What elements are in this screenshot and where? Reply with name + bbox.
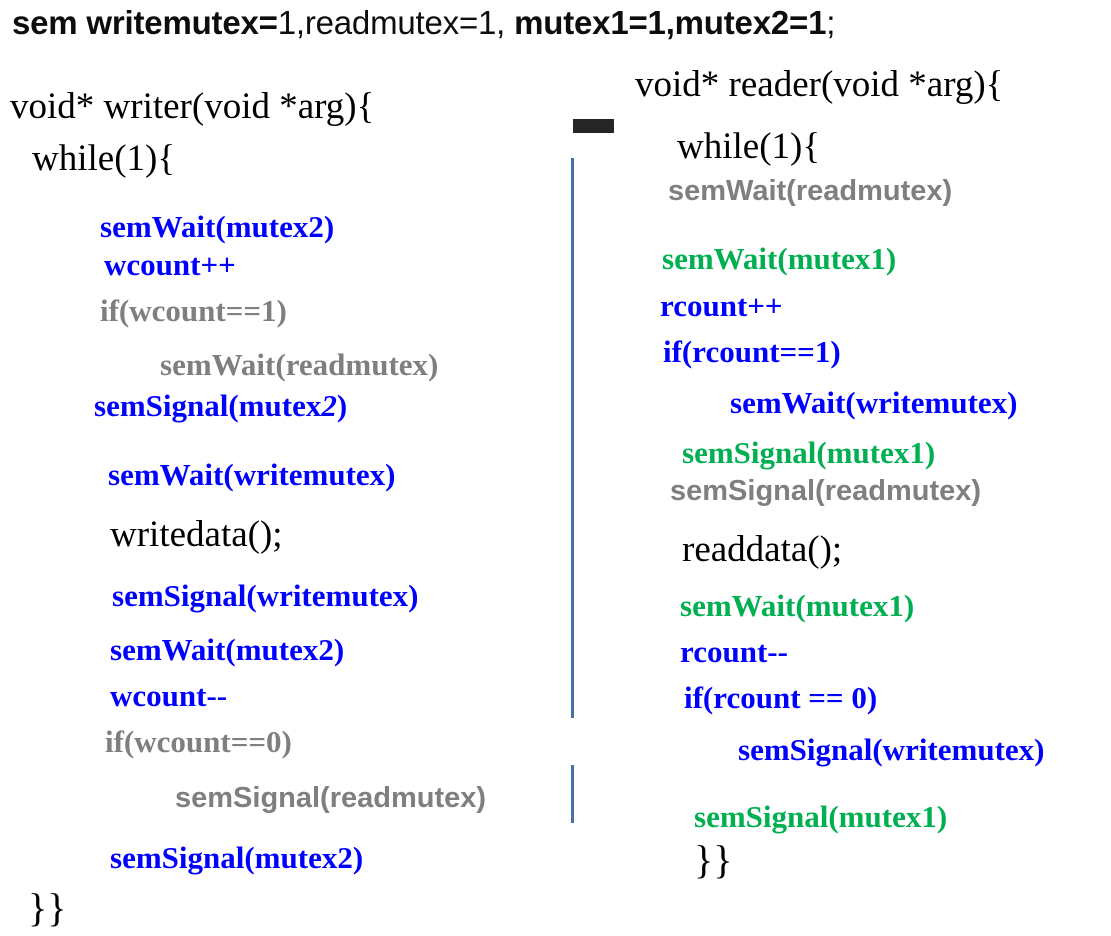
writer-line-9: semSignal(writemutex) <box>112 578 419 613</box>
column-divider-upper <box>571 158 574 718</box>
reader-line-13: semSignal(writemutex) <box>738 732 1045 767</box>
writer-line-8: writedata(); <box>110 514 283 555</box>
reader-line-5: if(rcount==1) <box>663 334 841 369</box>
italic-digit: 2 <box>321 388 337 423</box>
reader-line-3: semWait(mutex1) <box>662 241 897 276</box>
reader-line-12: if(rcount == 0) <box>684 680 878 715</box>
writer-line-14: semSignal(mutex2) <box>110 840 364 875</box>
reader-line-14: semSignal(mutex1) <box>694 799 948 834</box>
writer-line-7: semWait(writemutex) <box>108 457 396 492</box>
reader-line-9: readdata(); <box>682 529 843 570</box>
writer-line-1: while(1){ <box>32 138 176 179</box>
writer-line-15: }} <box>28 885 67 930</box>
reader-line-4: rcount++ <box>660 288 783 323</box>
writer-line-2: semWait(mutex2) <box>100 209 335 244</box>
writer-line-4: if(wcount==1) <box>100 293 287 328</box>
header-segment-1: 1,readmutex=1, <box>277 4 506 41</box>
reader-line-15: }} <box>694 837 733 882</box>
writer-line-5: semWait(readmutex) <box>160 347 439 382</box>
reader-line-0: void* reader(void *arg){ <box>635 64 1004 105</box>
dash-marker <box>573 119 614 133</box>
writer-line-3: wcount++ <box>104 247 236 282</box>
header-segment-0: sem writemutex= <box>12 4 278 41</box>
reader-line-8: semSignal(readmutex) <box>670 475 982 507</box>
semaphore-declaration-line: sem writemutex=1,readmutex=1, mutex1=1,m… <box>12 3 1102 47</box>
reader-line-10: semWait(mutex1) <box>680 588 915 623</box>
header-segment-2: mutex1=1,mutex2=1 <box>505 4 827 41</box>
writer-line-6: semSignal(mutex2) <box>94 388 348 423</box>
writer-line-12: if(wcount==0) <box>105 724 292 759</box>
reader-line-11: rcount-- <box>680 634 788 669</box>
reader-line-2: semWait(readmutex) <box>668 175 953 207</box>
reader-line-6: semWait(writemutex) <box>730 385 1018 420</box>
writer-line-13: semSignal(readmutex) <box>175 782 487 814</box>
reader-line-1: while(1){ <box>677 126 821 167</box>
writer-line-0: void* writer(void *arg){ <box>10 86 375 127</box>
header-segment-3: ; <box>826 4 836 41</box>
column-divider-lower <box>571 765 574 823</box>
writer-line-11: wcount-- <box>110 678 228 713</box>
reader-line-7: semSignal(mutex1) <box>682 435 936 470</box>
writer-line-10: semWait(mutex2) <box>110 632 345 667</box>
